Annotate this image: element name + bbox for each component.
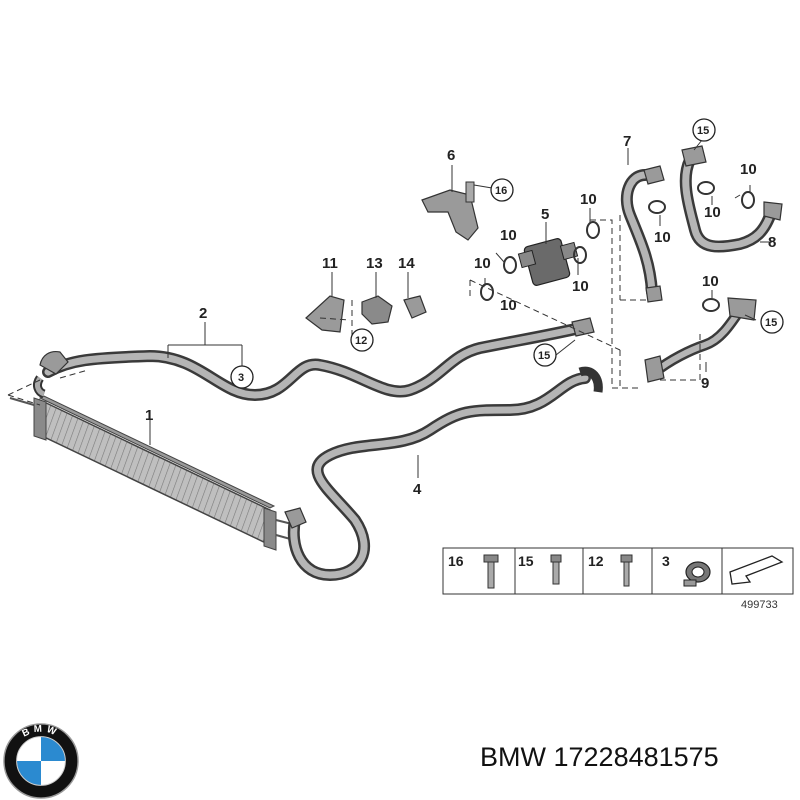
bolt-icon (620, 554, 633, 587)
coolant-valve (517, 238, 579, 286)
callout-10b: 10 (474, 255, 491, 272)
svg-text:15: 15 (765, 317, 777, 329)
logo-letters: BMW (21, 724, 58, 740)
direction-arrow-icon (729, 555, 784, 585)
callout-11: 11 (322, 255, 338, 272)
legend-cell-16: 16 (448, 553, 499, 589)
callout-1: 1 (145, 407, 153, 424)
callout-2: 2 (199, 305, 207, 322)
legend-cell-12: 12 (588, 553, 633, 587)
part-number: 17228481575 (553, 742, 719, 772)
bracket-13 (361, 295, 393, 325)
callout-10g: 10 (704, 204, 721, 221)
legend-cell-direction (729, 555, 784, 585)
mounting-bracket (421, 181, 479, 241)
svg-text:15: 15 (538, 350, 550, 362)
circled-callout-15c: 15 (760, 310, 784, 334)
callout-10c: 10 (500, 297, 517, 314)
svg-text:BMW: BMW (21, 724, 62, 740)
callout-10f: 10 (654, 229, 671, 246)
callout-10d: 10 (580, 191, 597, 208)
circled-callout-16: 16 (490, 178, 514, 202)
callout-10i: 10 (702, 273, 719, 290)
coolant-hose-8 (679, 145, 783, 253)
callout-10h: 10 (740, 161, 757, 178)
callout-14: 14 (398, 255, 415, 272)
callout-5: 5 (541, 206, 549, 223)
hose-clip-icon (683, 561, 711, 587)
svg-text:16: 16 (495, 185, 507, 197)
coolant-hose-7 (620, 165, 665, 303)
dash-leaders (7, 215, 701, 406)
callout-10e: 10 (572, 278, 589, 295)
callout-4: 4 (413, 481, 422, 498)
svg-text:16: 16 (448, 553, 464, 569)
circled-callout-3: 3 (230, 365, 254, 389)
circled-callouts: 3 12 15 15 15 16 (230, 118, 784, 389)
callout-6: 6 (447, 147, 455, 164)
callout-7: 7 (623, 133, 631, 150)
bracket-11 (305, 295, 345, 333)
o-rings (480, 181, 755, 312)
legend-cell-15: 15 (518, 553, 562, 585)
coolant-hose-9 (644, 297, 757, 383)
callout-13: 13 (366, 255, 383, 272)
callout-labels: 1 2 4 5 6 7 8 9 11 13 14 10 10 10 10 10 … (145, 133, 776, 498)
circled-callout-12: 12 (350, 328, 374, 352)
svg-text:15: 15 (518, 553, 534, 569)
svg-text:12: 12 (588, 553, 604, 569)
brand-name: BMW (480, 742, 546, 772)
svg-text:3: 3 (662, 553, 670, 569)
solid-leaders (149, 139, 772, 478)
circled-callout-15b: 15 (692, 118, 716, 142)
bracket-14 (403, 295, 427, 319)
legend-cell-3: 3 (662, 553, 711, 587)
part-caption: BMW 17228481575 (480, 742, 719, 773)
svg-text:3: 3 (238, 372, 244, 384)
callout-10a: 10 (500, 227, 517, 244)
bolt-icon (483, 554, 499, 589)
circled-callout-15a: 15 (533, 343, 557, 367)
bolt-icon (550, 554, 562, 585)
svg-text:12: 12 (355, 335, 367, 347)
coolant-hose-lower (284, 366, 603, 582)
coolant-hose-upper (32, 317, 595, 402)
diagram-id: 499733 (741, 599, 778, 611)
bmw-logo-icon: BMW (3, 723, 79, 799)
callout-8: 8 (768, 234, 776, 251)
svg-text:15: 15 (697, 125, 709, 137)
callout-9: 9 (701, 375, 709, 392)
fastener-legend: 16 15 12 3 (442, 547, 794, 611)
